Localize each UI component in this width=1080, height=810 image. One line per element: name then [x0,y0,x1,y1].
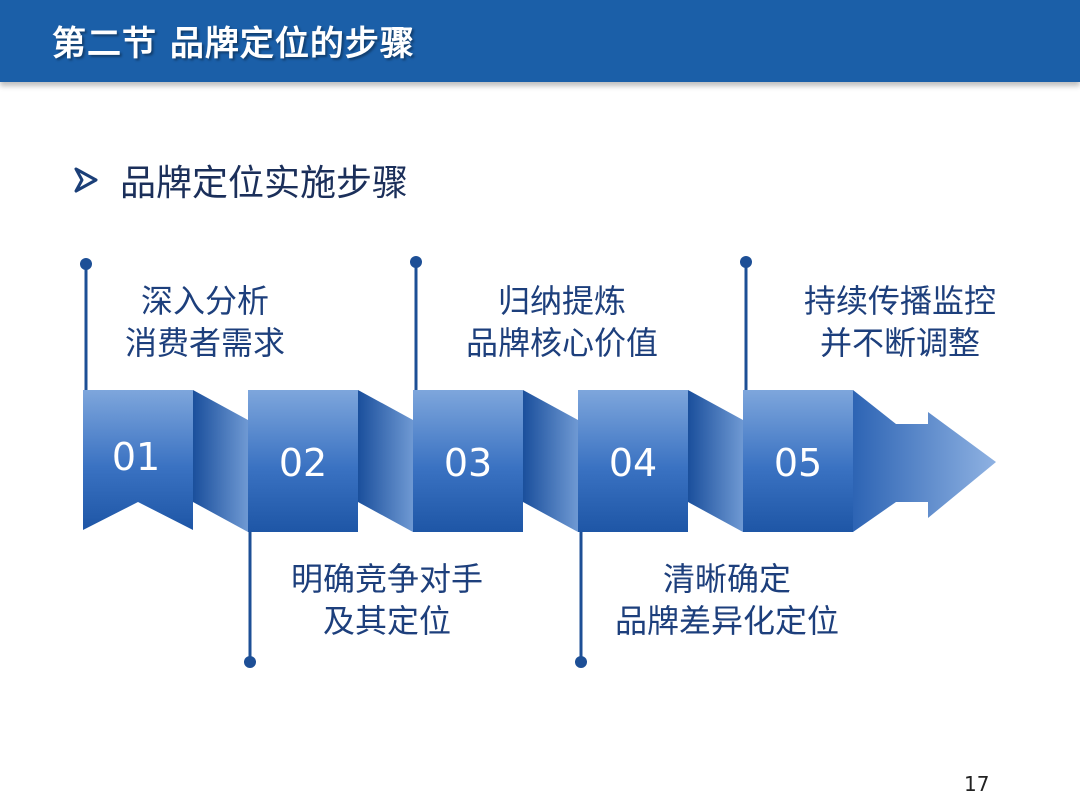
section-heading: 品牌定位实施步骤 [70,156,408,204]
step-box-01 [83,390,193,530]
step-label-02: 明确竞争对手 及其定位 [262,558,512,642]
step-label-03: 归纳提炼 品牌核心价值 [432,280,692,364]
step-label-line2: 品牌核心价值 [465,324,658,362]
ribbon-end-arrow [853,390,996,532]
ribbon-fold [358,390,413,532]
page-number: 17 [964,772,990,796]
connector-dot [244,656,256,668]
ribbon-fold [193,390,248,532]
connector-dot [80,258,92,270]
connector-dot [410,256,422,268]
step-label-line1: 持续传播监控 [803,282,996,320]
section-heading-text: 品牌定位实施步骤 [120,163,409,204]
step-box-02 [248,390,358,532]
step-label-line1: 深入分析 [140,282,269,320]
step-label-line1: 明确竞争对手 [290,560,483,598]
ribbon-fold [688,390,743,532]
step-number-02: 02 [279,441,327,485]
step-number-03: 03 [444,441,492,485]
step-number-05: 05 [774,441,822,485]
step-label-line2: 消费者需求 [124,324,285,362]
arrow-bullet-icon [74,167,98,193]
step-box-04 [578,390,688,532]
step-label-04: 清晰确定 品牌差异化定位 [592,558,862,642]
ribbon-fold [523,390,578,532]
step-label-line1: 归纳提炼 [497,282,626,320]
step-label-line2: 并不断调整 [819,324,980,362]
step-label-line2: 及其定位 [322,602,451,640]
page-title: 第二节 品牌定位的步骤 [52,24,415,64]
step-label-05: 持续传播监控 并不断调整 [772,280,1028,364]
step-box-03 [413,390,523,532]
step-label-01: 深入分析 消费者需求 [95,280,315,364]
step-box-05 [743,390,853,532]
connector-dot [740,256,752,268]
step-label-line1: 清晰确定 [662,560,791,598]
step-number-01: 01 [112,435,160,479]
header-bar: 第二节 品牌定位的步骤 [0,0,1080,82]
connector-dot [575,656,587,668]
step-number-04: 04 [609,441,657,485]
step-label-line2: 品牌差异化定位 [614,602,839,640]
